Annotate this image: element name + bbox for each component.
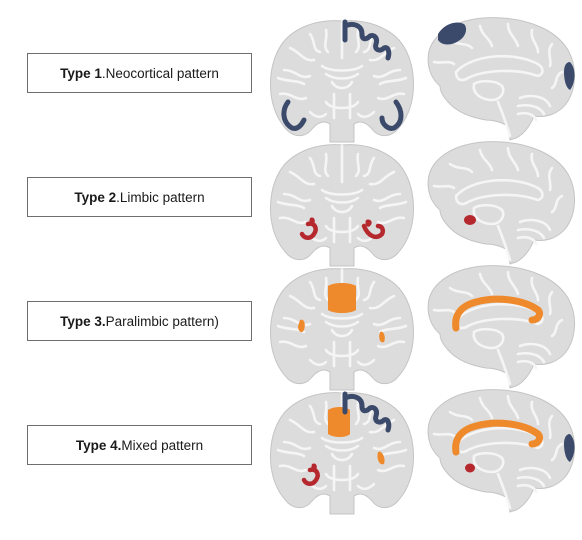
row4-coronal-neocortical-region bbox=[342, 391, 392, 433]
row2-sagittal-limbic-region bbox=[464, 215, 476, 225]
row4-coronal-paralimbic-region-cingulate bbox=[328, 407, 350, 437]
row1-coronal-neocortical-region-left bbox=[281, 99, 307, 131]
row4-coronal-paralimbic-region-right bbox=[377, 451, 385, 465]
type-4-label: Type 4. Mixed pattern bbox=[27, 425, 252, 465]
row2-sagittal-brain bbox=[426, 140, 576, 266]
row3-sagittal-paralimbic-region bbox=[452, 295, 544, 332]
row2-coronal-limbic-region-left-core bbox=[309, 217, 315, 225]
type-1-separator: . bbox=[101, 65, 106, 81]
row4-coronal-limbic-region-left-core bbox=[311, 463, 317, 471]
row3-coronal-paralimbic-region-left-insula bbox=[298, 319, 305, 333]
row4-sagittal-paralimbic-region bbox=[452, 419, 544, 456]
row3-sagittal-brain bbox=[426, 264, 576, 390]
type-4-pattern: Mixed pattern bbox=[121, 437, 204, 453]
row2-coronal-limbic-region-right-core bbox=[365, 219, 372, 227]
type-4-title: Type 4. bbox=[75, 437, 122, 453]
row3-coronal-brain bbox=[269, 267, 415, 392]
row1-sagittal-brain bbox=[426, 16, 576, 142]
type-1-label: Type 1. Neocortical pattern bbox=[27, 53, 252, 93]
type-3-title: Type 3. bbox=[60, 313, 106, 329]
row1-coronal-neocortical-region-right bbox=[379, 99, 404, 131]
type-2-separator: . bbox=[116, 189, 120, 205]
row1-sagittal-neocortical-region-frontal bbox=[438, 22, 467, 45]
row2-coronal-limbic-region-right bbox=[361, 223, 386, 239]
type-3-label: Type 3. Paralimbic pattern) bbox=[27, 301, 252, 341]
type-1-pattern: Neocortical pattern bbox=[105, 65, 219, 81]
type-2-title: Type 2 bbox=[74, 189, 117, 205]
row1-coronal-neocortical-region bbox=[342, 19, 392, 61]
row2-coronal-brain bbox=[269, 143, 415, 268]
type-2-pattern: Limbic pattern bbox=[119, 189, 205, 205]
row4-coronal-brain bbox=[269, 391, 415, 516]
row1-coronal-brain bbox=[269, 19, 415, 144]
row4-sagittal-neocortical-region-occipital bbox=[564, 434, 575, 462]
row4-sagittal-brain bbox=[426, 388, 576, 514]
type-3-pattern: Paralimbic pattern) bbox=[105, 313, 219, 329]
row4-sagittal-limbic-region bbox=[465, 463, 475, 473]
row3-coronal-paralimbic-region-right-insula bbox=[379, 331, 385, 343]
type-1-title: Type 1 bbox=[60, 65, 102, 81]
type-2-label: Type 2. Limbic pattern bbox=[27, 177, 252, 217]
row3-coronal-paralimbic-region-cingulate bbox=[328, 283, 356, 313]
row1-sagittal-neocortical-region-occipital bbox=[564, 62, 575, 90]
